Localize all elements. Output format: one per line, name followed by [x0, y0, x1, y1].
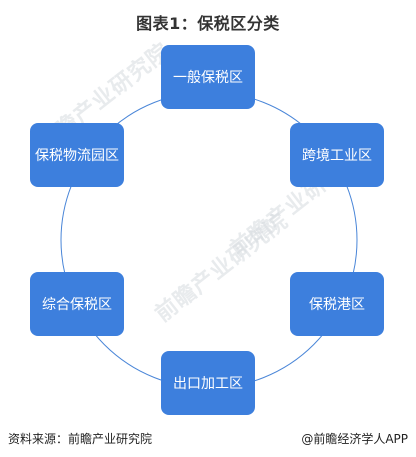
node-general-bonded-zone: 一般保税区: [161, 45, 255, 109]
chart-title: 图表1：保税区分类: [136, 14, 280, 33]
credit-note: @前瞻经济学人APP: [301, 432, 408, 446]
node-export-processing-zone: 出口加工区: [161, 351, 255, 415]
node-cross-border-industrial-zone: 跨境工业区: [290, 123, 384, 187]
source-note: 资料来源：前瞻产业研究院: [8, 432, 153, 446]
node-bonded-logistics-park: 保税物流园区: [30, 123, 124, 187]
node-comprehensive-bonded-zone: 综合保税区: [30, 272, 124, 336]
node-bonded-port-zone: 保税港区: [290, 272, 384, 336]
